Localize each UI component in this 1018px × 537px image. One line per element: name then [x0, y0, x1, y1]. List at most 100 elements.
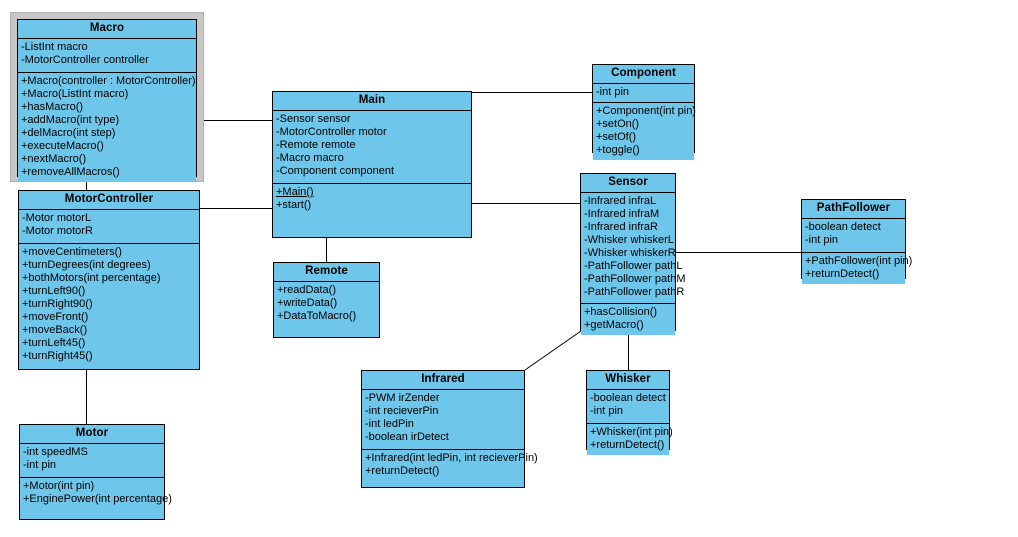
- attribute: -Whisker whiskerR: [584, 247, 676, 259]
- class-methods-motorcontroller: +moveCentimeters() +turnDegrees(int degr…: [19, 243, 199, 366]
- method: +hasCollision(): [584, 306, 658, 318]
- class-methods-remote: +readData() +writeData() +DataToMacro(): [274, 282, 379, 326]
- class-title-motorcontroller: MotorController: [19, 191, 199, 210]
- class-title-infrared: Infrared: [362, 371, 524, 390]
- class-attributes-sensor: -Infrared infraL -Infrared infraM -Infra…: [581, 193, 686, 303]
- class-attributes-main: -Sensor sensor -MotorController motor -R…: [273, 111, 471, 183]
- attribute: -PathFollower pathM: [584, 273, 686, 285]
- method: +toggle(): [596, 144, 640, 156]
- association-macro-main: [196, 120, 273, 121]
- association-main-remote: [326, 238, 327, 263]
- method: +returnDetect(): [805, 268, 880, 280]
- method: +removeAllMacros(): [21, 166, 120, 178]
- method: +moveFront(): [22, 311, 89, 323]
- method: +nextMacro(): [21, 153, 87, 165]
- class-methods-component: +Component(int pin) +setOn() +setOf() +t…: [593, 102, 696, 160]
- attribute: -int pin: [805, 234, 839, 246]
- attribute: -MotorController controller: [21, 54, 149, 66]
- association-macro-motorcontroller: [86, 178, 87, 191]
- class-box-remote[interactable]: Remote +readData() +writeData() +DataToM…: [273, 262, 380, 338]
- method: +turnLeft45(): [22, 337, 86, 349]
- method: +Infrared(int ledPin, int recieverPin): [365, 452, 538, 464]
- class-box-main[interactable]: Main -Sensor sensor -MotorController mot…: [272, 91, 472, 238]
- class-box-pathfollower[interactable]: PathFollower -boolean detect -int pin +P…: [801, 199, 912, 284]
- method: +EnginePower(int percentage): [23, 493, 172, 505]
- attribute: -Component component: [276, 165, 395, 177]
- class-methods-main: +Main() +start(): [273, 183, 471, 215]
- attribute: -Remote remote: [276, 139, 356, 151]
- class-box-infrared[interactable]: Infrared -PWM irZender -int recieverPin …: [361, 370, 538, 488]
- attribute: -Motor motorL: [22, 212, 92, 224]
- attribute: -Macro macro: [276, 152, 344, 164]
- attribute: -MotorController motor: [276, 126, 387, 138]
- method: +getMacro(): [584, 319, 644, 331]
- class-methods-whisker: +Whisker(int pin) +returnDetect(): [587, 423, 673, 455]
- method: +writeData(): [277, 297, 338, 309]
- class-box-macro[interactable]: Macro -ListInt macro -MotorController co…: [17, 19, 197, 182]
- method: +turnRight45(): [22, 350, 93, 362]
- class-attributes-macro: -ListInt macro -MotorController controll…: [18, 39, 196, 72]
- class-title-main: Main: [273, 92, 471, 111]
- attribute: -Infrared infraM: [584, 208, 660, 220]
- attribute: -boolean detect: [805, 221, 881, 233]
- method: +readData(): [277, 284, 337, 296]
- attribute: -int pin: [590, 405, 624, 417]
- class-title-pathfollower: PathFollower: [802, 200, 905, 219]
- method: +returnDetect(): [590, 439, 665, 451]
- method: +PathFollower(int pin): [805, 255, 913, 267]
- class-attributes-infrared: -PWM irZender -int recieverPin -int ledP…: [362, 390, 524, 449]
- association-main-component: [471, 92, 593, 93]
- attribute: -Sensor sensor: [276, 113, 351, 125]
- class-methods-macro: +Macro(controller : MotorController) +Ma…: [18, 72, 196, 182]
- method: +hasMacro(): [21, 101, 84, 113]
- method: +delMacro(int step): [21, 127, 116, 139]
- method: +DataToMacro(): [277, 310, 357, 322]
- method: +bothMotors(int percentage): [22, 272, 161, 284]
- method: +turnDegrees(int degrees): [22, 259, 151, 271]
- class-methods-pathfollower: +PathFollower(int pin) +returnDetect(): [802, 252, 913, 284]
- method: +turnLeft90(): [22, 285, 86, 297]
- attribute: -Infrared infraR: [584, 221, 658, 233]
- class-title-sensor: Sensor: [581, 174, 675, 193]
- method: +Component(int pin): [596, 105, 696, 117]
- class-attributes-motorcontroller: -Motor motorL -Motor motorR: [19, 210, 199, 243]
- class-title-remote: Remote: [274, 263, 379, 282]
- attribute: -int recieverPin: [365, 405, 439, 417]
- method: +setOf(): [596, 131, 637, 143]
- class-box-whisker[interactable]: Whisker -boolean detect -int pin +Whiske…: [586, 370, 673, 455]
- method: +executeMacro(): [21, 140, 104, 152]
- class-attributes-whisker: -boolean detect -int pin: [587, 390, 669, 423]
- class-attributes-component: -int pin: [593, 84, 694, 102]
- method: +addMacro(int type): [21, 114, 120, 126]
- attribute: -Infrared infraL: [584, 195, 657, 207]
- method: +Macro(ListInt macro): [21, 88, 129, 100]
- association-main-sensor: [471, 203, 581, 204]
- attribute: -int ledPin: [365, 418, 414, 430]
- class-title-component: Component: [593, 65, 694, 84]
- attribute: -boolean detect: [590, 392, 666, 404]
- class-box-motorcontroller[interactable]: MotorController -Motor motorL -Motor mot…: [18, 190, 200, 370]
- class-methods-infrared: +Infrared(int ledPin, int recieverPin) +…: [362, 449, 538, 481]
- class-attributes-pathfollower: -boolean detect -int pin: [802, 219, 905, 252]
- class-title-motor: Motor: [20, 425, 164, 444]
- attribute: -Motor motorR: [22, 225, 93, 237]
- class-methods-sensor: +hasCollision() +getMacro(): [581, 303, 675, 335]
- attribute: -ListInt macro: [21, 41, 88, 53]
- class-title-whisker: Whisker: [587, 371, 669, 390]
- attribute: -PathFollower pathL: [584, 260, 683, 272]
- class-methods-motor: +Motor(int pin) +EnginePower(int percent…: [20, 477, 172, 509]
- class-box-sensor[interactable]: Sensor -Infrared infraL -Infrared infraM…: [580, 173, 686, 335]
- method: +moveBack(): [22, 324, 88, 336]
- attribute: -PWM irZender: [365, 392, 440, 404]
- attribute: -Whisker whiskerL: [584, 234, 674, 246]
- class-box-component[interactable]: Component -int pin +Component(int pin) +…: [592, 64, 696, 160]
- association-sensor-pathfollower: [676, 252, 801, 253]
- class-attributes-motor: -int speedMS -int pin: [20, 444, 164, 477]
- method: +returnDetect(): [365, 465, 440, 477]
- association-motorcontroller-main: [200, 208, 273, 209]
- method: +start(): [276, 199, 312, 211]
- attribute: -PathFollower pathR: [584, 286, 685, 298]
- method: +Macro(controller : MotorController): [21, 75, 196, 87]
- class-box-motor[interactable]: Motor -int speedMS -int pin +Motor(int p…: [19, 424, 172, 520]
